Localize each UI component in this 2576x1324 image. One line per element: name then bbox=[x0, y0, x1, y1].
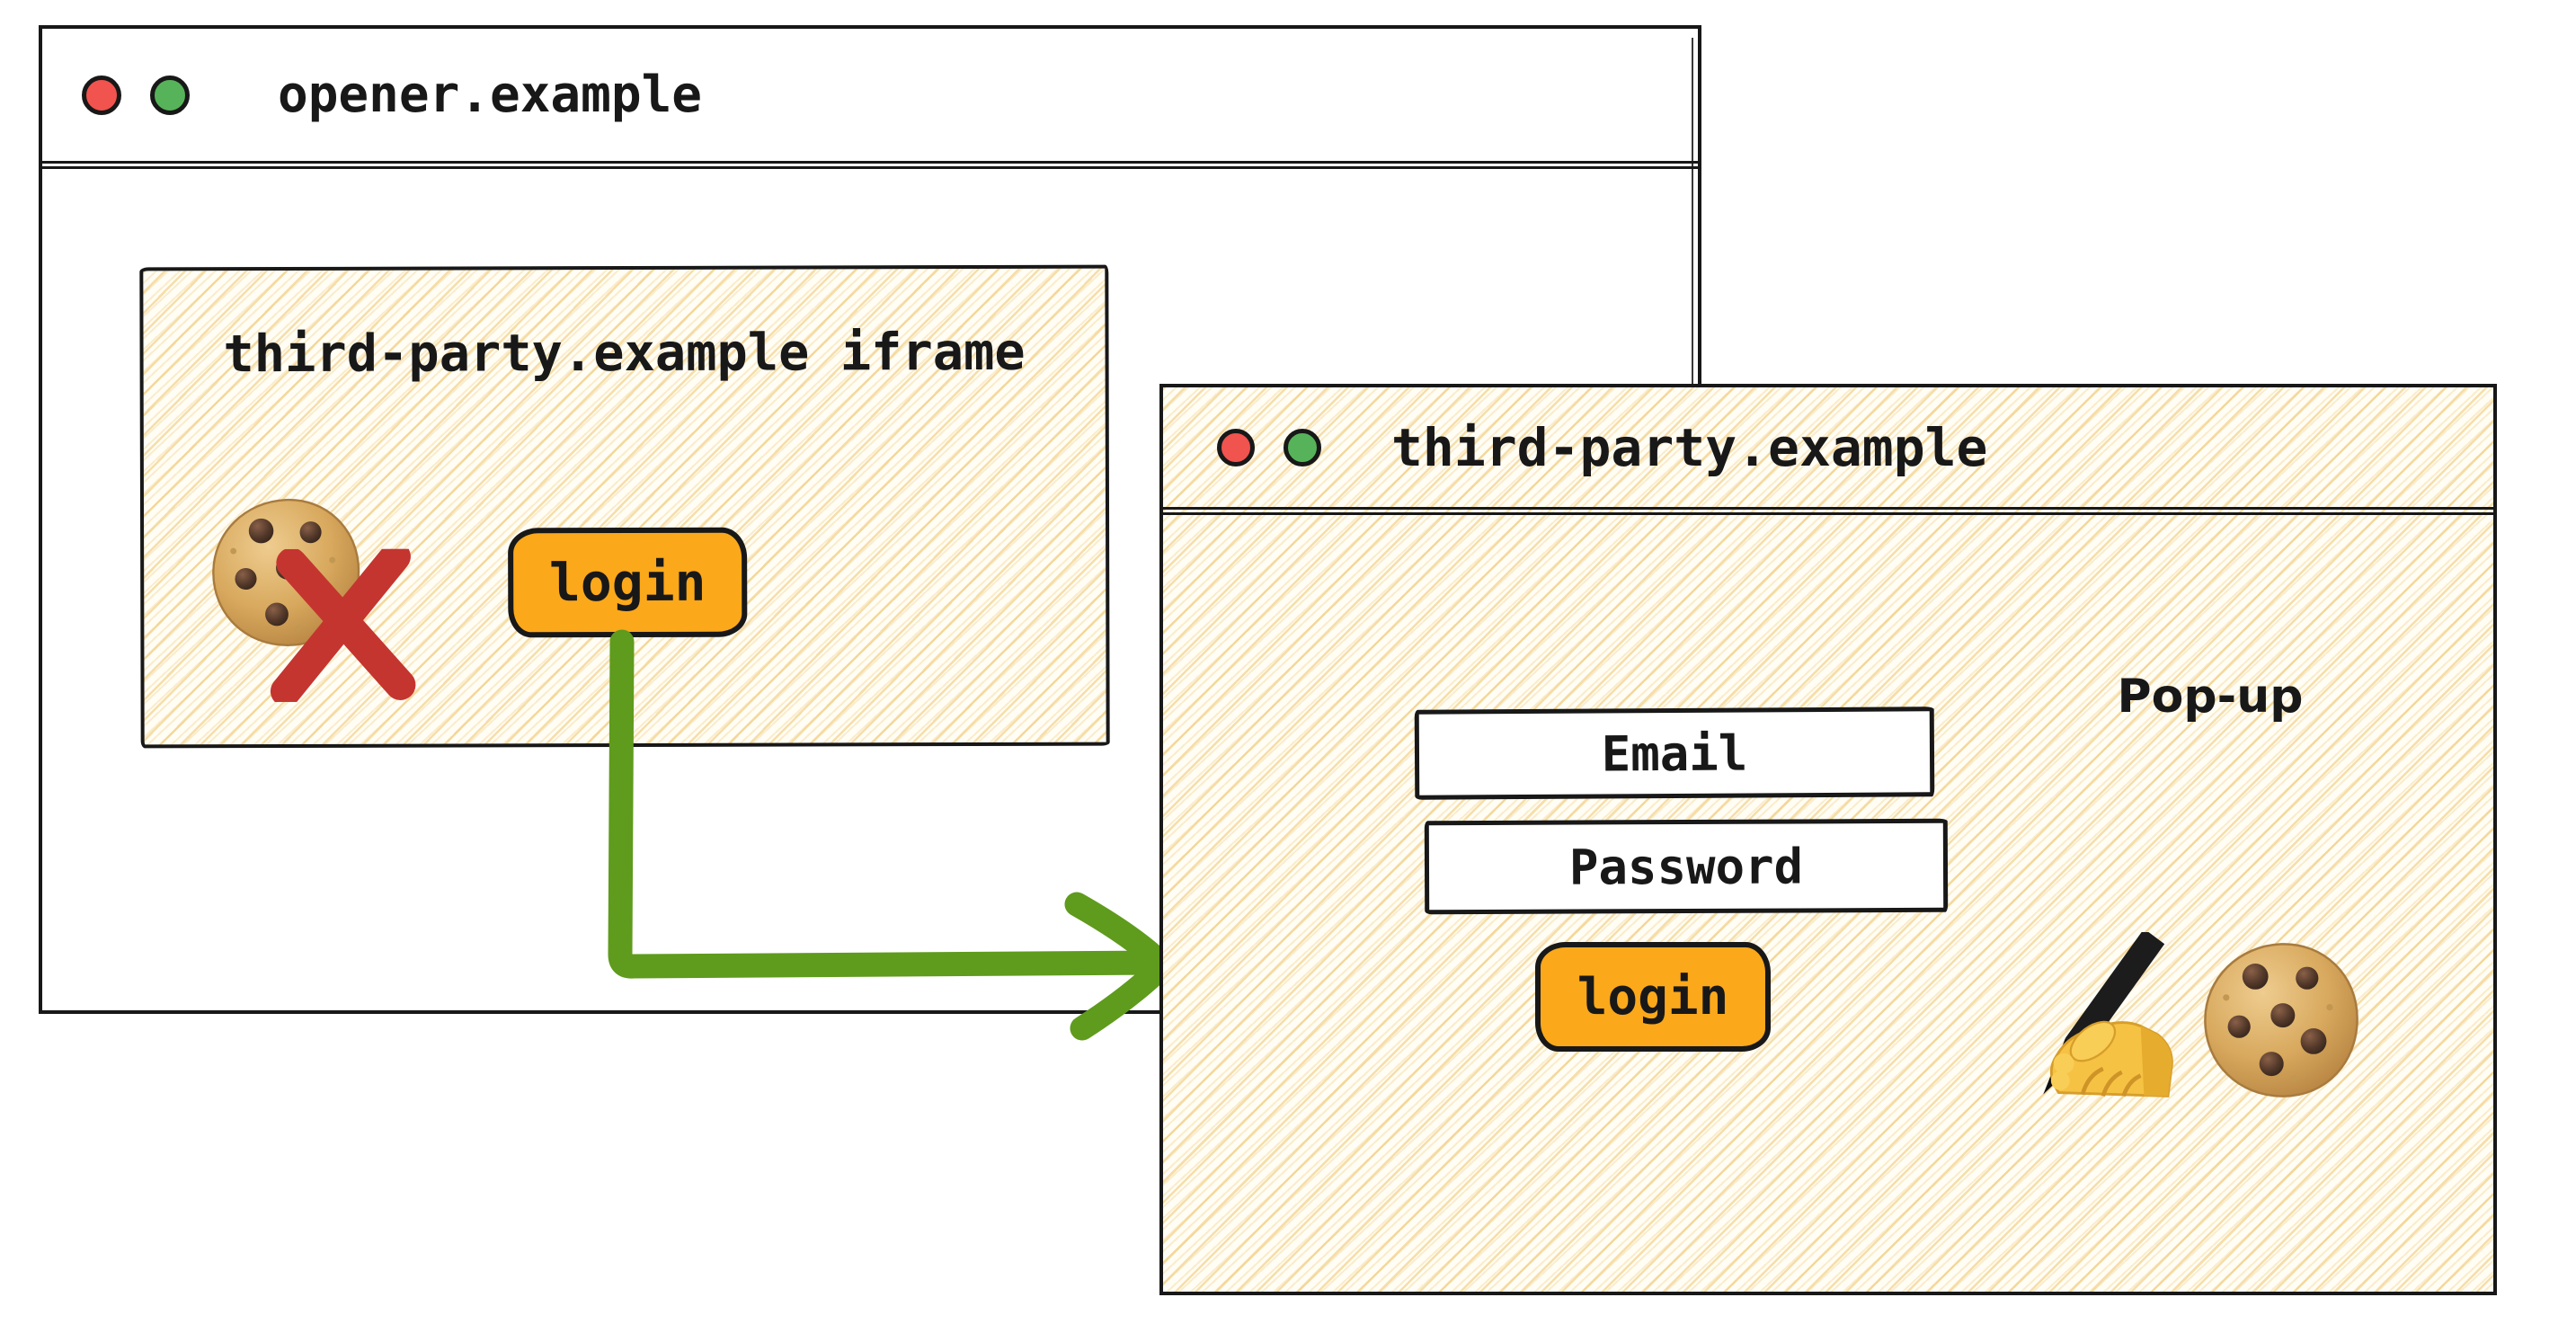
cookie-icon bbox=[2200, 939, 2362, 1101]
popup-window: third-party.example Pop-up Email Passwor… bbox=[1159, 384, 2497, 1295]
opener-window-title: opener.example bbox=[278, 66, 703, 124]
iframe-login-button[interactable]: login bbox=[508, 527, 748, 638]
popup-login-label: login bbox=[1577, 967, 1729, 1026]
email-input-label: Email bbox=[1601, 724, 1748, 782]
minimize-button[interactable] bbox=[150, 75, 190, 115]
close-button[interactable] bbox=[1217, 428, 1255, 467]
password-input-label: Password bbox=[1568, 837, 1804, 896]
red-cross-icon bbox=[270, 548, 416, 703]
opener-window-titlebar: opener.example bbox=[42, 29, 1698, 169]
minimize-button[interactable] bbox=[1284, 428, 1321, 467]
popup-login-button[interactable]: login bbox=[1535, 942, 1771, 1052]
popup-window-title: third-party.example bbox=[1391, 416, 1988, 478]
writing-hand-icon bbox=[2043, 932, 2173, 1097]
close-button[interactable] bbox=[82, 75, 121, 115]
blocked-cookie-icon bbox=[209, 494, 506, 720]
iframe-label: third-party.example iframe bbox=[223, 322, 1026, 385]
email-input[interactable]: Email bbox=[1414, 706, 1935, 800]
password-input[interactable]: Password bbox=[1424, 818, 1949, 915]
third-party-iframe: third-party.example iframe login bbox=[139, 264, 1110, 749]
popup-type-label: Pop-up bbox=[2117, 670, 2304, 724]
iframe-login-label: login bbox=[548, 551, 706, 614]
popup-window-titlebar: third-party.example bbox=[1163, 387, 2493, 515]
